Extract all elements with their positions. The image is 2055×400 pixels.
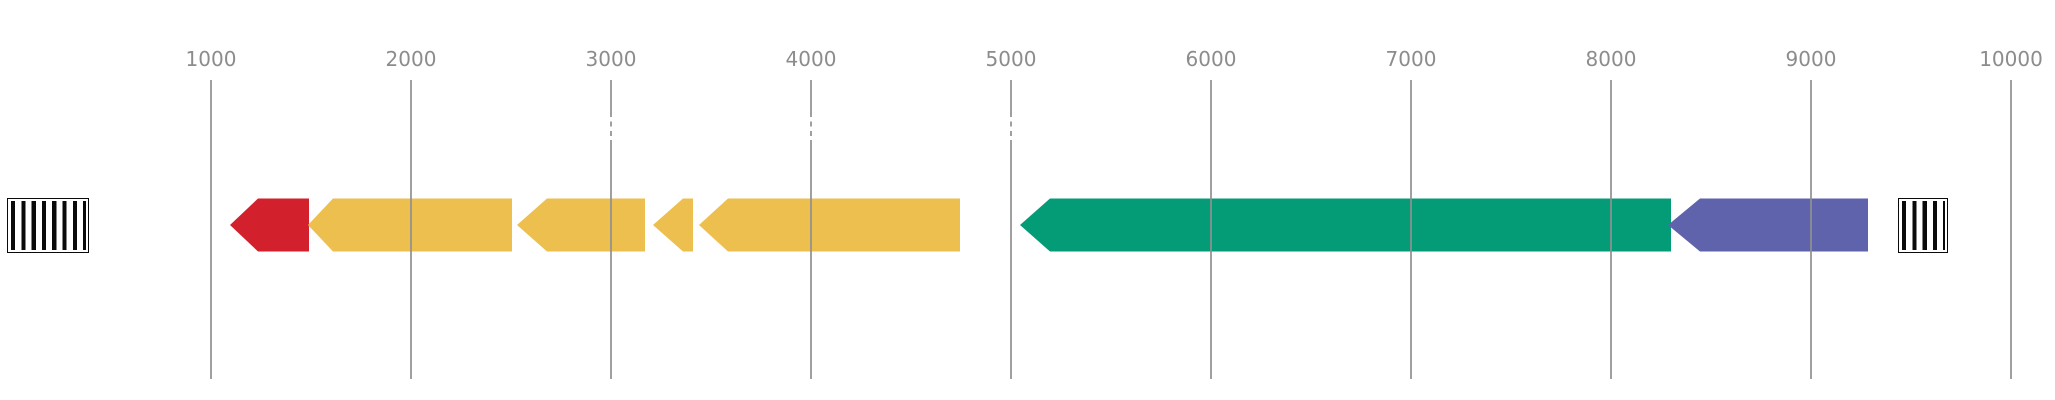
gene-arrow-gene-6 xyxy=(1020,198,1671,252)
sequence-truncation-marker-left xyxy=(7,197,89,253)
gridline-2000 xyxy=(410,80,412,379)
tick-label-1000: 1000 xyxy=(185,47,237,71)
gene-arrow-gene-5 xyxy=(699,198,960,252)
gridline-8000 xyxy=(1610,80,1612,379)
gridline-10000 xyxy=(2010,80,2012,379)
gene-arrow-gene-3 xyxy=(517,198,645,252)
gridline-1000 xyxy=(210,80,212,379)
tick-label-5000: 5000 xyxy=(985,47,1037,71)
gridline-9000 xyxy=(1810,80,1812,379)
tick-label-9000: 9000 xyxy=(1785,47,1837,71)
gridline-6000 xyxy=(1210,80,1212,379)
tick-label-8000: 8000 xyxy=(1585,47,1637,71)
tick-label-3000: 3000 xyxy=(585,47,637,71)
gridline-4000 xyxy=(810,140,812,379)
gene-arrow-gene-2 xyxy=(308,198,512,252)
gridline-4000 xyxy=(810,80,812,112)
gene-arrow-gene-4 xyxy=(653,198,693,252)
tick-label-7000: 7000 xyxy=(1385,47,1437,71)
tick-label-6000: 6000 xyxy=(1185,47,1237,71)
gridline-3000-dashed-segment xyxy=(610,112,612,140)
gridline-7000 xyxy=(1410,80,1412,379)
gene-arrow-gene-1 xyxy=(230,198,309,252)
gridline-5000 xyxy=(1010,140,1012,379)
sequence-truncation-marker-right xyxy=(1898,197,1948,253)
tick-label-4000: 4000 xyxy=(785,47,837,71)
tick-label-10000: 10000 xyxy=(1979,47,2043,71)
gridline-5000 xyxy=(1010,80,1012,112)
gene-arrow-gene-7 xyxy=(1668,198,1868,252)
gridline-3000 xyxy=(610,80,612,112)
gridline-5000-dashed-segment xyxy=(1010,112,1012,140)
tick-label-2000: 2000 xyxy=(385,47,437,71)
gridline-4000-dashed-segment xyxy=(810,112,812,140)
gridline-3000 xyxy=(610,140,612,379)
